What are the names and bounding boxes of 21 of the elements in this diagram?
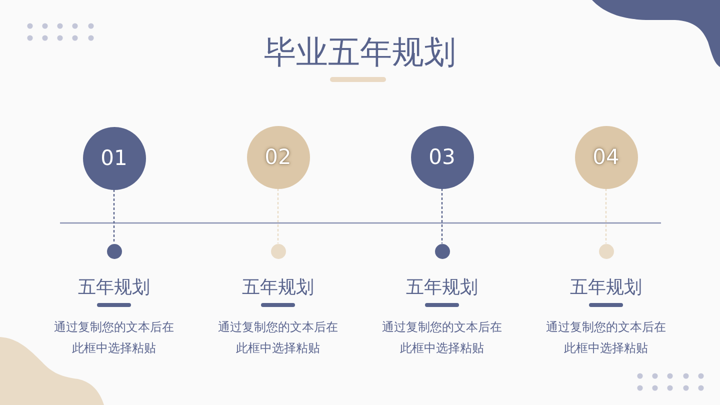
step-description: 通过复制您的文本后在此框中选择粘贴	[381, 319, 503, 357]
timeline-dot	[434, 244, 450, 258]
dashed-connector	[441, 188, 443, 244]
step-heading: 五年规划	[77, 278, 151, 298]
step-number-circle: 01	[82, 126, 146, 190]
step-description: 通过复制您的文本后在此框中选择粘贴	[217, 319, 339, 357]
step-number-circle: 04	[574, 126, 638, 188]
step-description: 通过复制您的文本后在此框中选择粘贴	[53, 319, 175, 357]
dashed-connector	[605, 188, 607, 244]
step-number-circle: 03	[410, 126, 474, 188]
timeline-dot	[598, 244, 614, 258]
timeline-dot	[270, 244, 286, 258]
dashed-connector	[113, 190, 115, 244]
step-heading: 五年规划	[405, 278, 479, 298]
step-heading: 五年规划	[569, 278, 643, 298]
slide-title: 毕业五年规划	[263, 32, 457, 72]
step-description: 通过复制您的文本后在此框中选择粘贴	[545, 319, 667, 357]
step-heading: 五年规划	[241, 278, 315, 298]
step-number-circle: 02	[246, 126, 310, 188]
timeline-dot	[106, 244, 122, 258]
dashed-connector	[277, 188, 279, 244]
